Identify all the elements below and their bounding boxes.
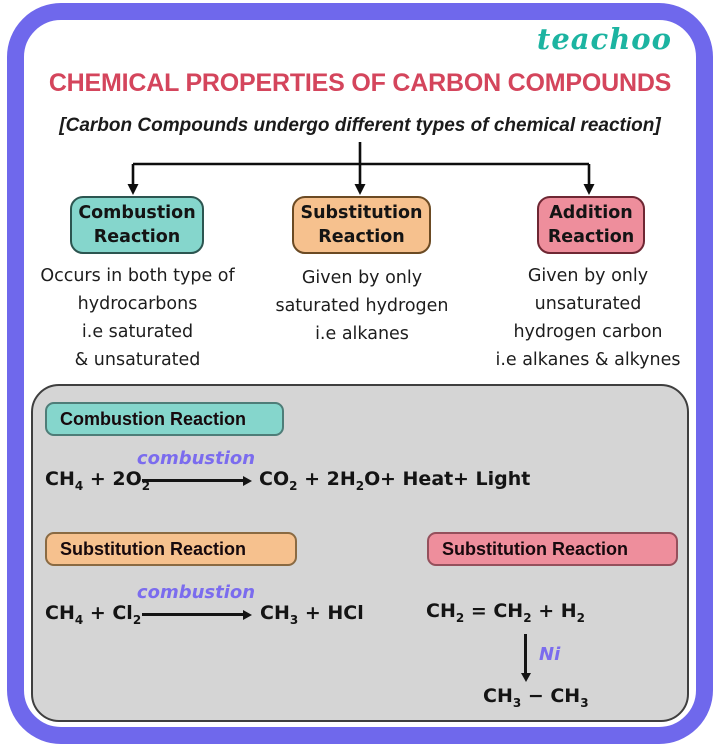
combustion-arrow-label: combustion — [136, 448, 256, 469]
addition-catalyst-label: Ni — [539, 644, 561, 665]
branch-box-addition: Addition Reaction — [537, 196, 645, 254]
branch-desc-combustion: Occurs in both type of hydrocarbons i.e … — [40, 266, 235, 370]
panel-label-substitution: Substitution Reaction — [45, 532, 297, 566]
addition-reactants: CH2 = CH2 + H2 — [426, 600, 585, 625]
combustion-byproduct-heat: + Heat — [380, 468, 454, 490]
page-border — [7, 3, 713, 744]
page-title: CHEMICAL PROPERTIES OF CARBON COMPOUNDS — [48, 69, 672, 97]
substitution-arrow-label: combustion — [136, 582, 256, 603]
panel-label-combustion: Combustion Reaction — [45, 402, 284, 436]
branch-box-combustion: Combustion Reaction — [70, 196, 204, 254]
substitution-products: CH3 + HCl — [260, 602, 364, 627]
brand-logo: teachoo — [536, 22, 672, 56]
branch-desc-addition: Given by only unsaturated hydrogen carbo… — [495, 266, 681, 370]
reaction-arrow-icon — [142, 613, 244, 616]
panel-label-addition: Substitution Reaction — [427, 532, 678, 566]
addition-product: CH3 − CH3 — [483, 685, 589, 710]
combustion-byproduct-light: + Light — [453, 468, 531, 490]
branch-box-substitution: Substitution Reaction — [292, 196, 431, 254]
tree-connector-icon — [127, 142, 595, 195]
substitution-reactants: CH4 + Cl2 — [45, 602, 142, 627]
down-arrow-icon — [524, 634, 527, 674]
branch-desc-substitution: Given by only saturated hydrogen i.e alk… — [275, 268, 449, 344]
examples-panel: Combustion Reaction CH4 + 2O2 combustion… — [31, 384, 689, 722]
reaction-arrow-icon — [142, 479, 244, 482]
page-subtitle: [Carbon Compounds undergo different type… — [59, 115, 661, 136]
combustion-products: CO2 + 2H2O — [259, 468, 381, 493]
combustion-reactants: CH4 + 2O2 — [45, 468, 151, 493]
